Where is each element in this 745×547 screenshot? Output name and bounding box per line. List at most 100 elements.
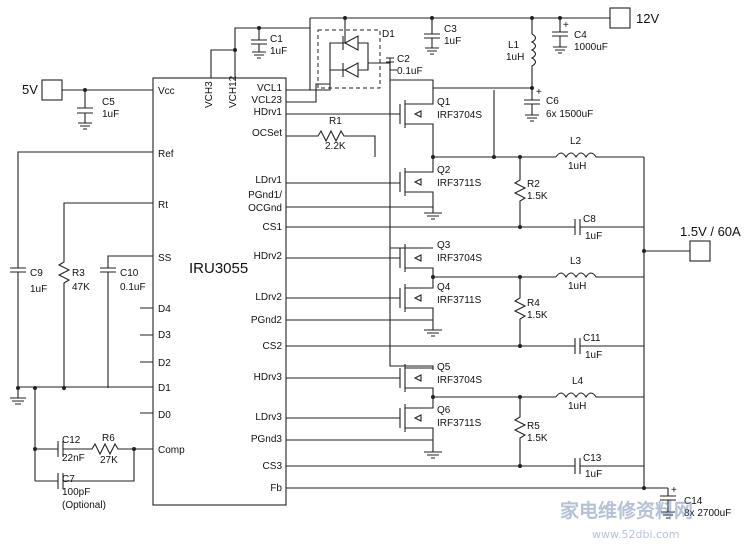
svg-text:1.5K: 1.5K bbox=[527, 433, 548, 444]
svg-text:1uF: 1uF bbox=[585, 350, 602, 361]
svg-text:IRF3704S: IRF3704S bbox=[437, 110, 482, 121]
svg-text:OCSet: OCSet bbox=[252, 128, 282, 139]
svg-text:1uH: 1uH bbox=[568, 281, 586, 292]
svg-text:Q5: Q5 bbox=[437, 362, 451, 373]
svg-text:D1: D1 bbox=[158, 383, 171, 394]
ic-body bbox=[152, 77, 287, 506]
svg-text:1uF: 1uF bbox=[270, 46, 287, 57]
svg-text:1uF: 1uF bbox=[444, 36, 461, 47]
svg-text:2.2K: 2.2K bbox=[325, 141, 346, 152]
svg-text:D1: D1 bbox=[382, 29, 395, 40]
rail-out-box bbox=[689, 240, 711, 262]
svg-text:IRF3704S: IRF3704S bbox=[437, 253, 482, 264]
svg-text:IRF3704S: IRF3704S bbox=[437, 375, 482, 386]
rail-12v-label: 12V bbox=[636, 11, 659, 26]
svg-text:L2: L2 bbox=[570, 136, 582, 147]
svg-text:C14: C14 bbox=[684, 496, 703, 507]
svg-text:Vcc: Vcc bbox=[158, 86, 175, 97]
svg-text:D2: D2 bbox=[158, 358, 171, 369]
svg-text:R3: R3 bbox=[72, 268, 85, 279]
svg-text:47K: 47K bbox=[72, 282, 90, 293]
svg-text:Q3: Q3 bbox=[437, 240, 451, 251]
svg-text:PGnd1/: PGnd1/ bbox=[248, 190, 282, 201]
svg-text:+: + bbox=[563, 20, 569, 31]
svg-text:HDrv2: HDrv2 bbox=[254, 251, 283, 262]
rail-out-label: 1.5V / 60A bbox=[680, 224, 741, 239]
svg-text:C1: C1 bbox=[270, 34, 283, 45]
svg-text:LDrv1: LDrv1 bbox=[255, 175, 282, 186]
svg-text:C13: C13 bbox=[583, 453, 602, 464]
svg-text:Q1: Q1 bbox=[437, 97, 451, 108]
right-pin-labels: VCL1 VCL23 HDrv1 OCSet LDrv1 PGnd1/ OCGn… bbox=[248, 83, 282, 494]
ic-name: IRU3055 bbox=[189, 260, 248, 277]
svg-text:D4: D4 bbox=[158, 304, 171, 315]
svg-text:Q6: Q6 bbox=[437, 405, 451, 416]
svg-text:Comp: Comp bbox=[158, 445, 185, 456]
svg-text:100pF: 100pF bbox=[62, 487, 90, 498]
svg-text:Q2: Q2 bbox=[437, 165, 451, 176]
svg-text:1uH: 1uH bbox=[568, 161, 586, 172]
svg-text:R1: R1 bbox=[329, 116, 342, 127]
svg-text:Fb: Fb bbox=[270, 483, 282, 494]
svg-text:D3: D3 bbox=[158, 330, 171, 341]
svg-text:LDrv3: LDrv3 bbox=[255, 412, 282, 423]
svg-text:1.5K: 1.5K bbox=[527, 310, 548, 321]
svg-text:SS: SS bbox=[158, 253, 172, 264]
svg-text:C10: C10 bbox=[120, 268, 139, 279]
svg-text:R5: R5 bbox=[527, 421, 540, 432]
rail-5v-box bbox=[41, 79, 63, 101]
svg-text:(Optional): (Optional) bbox=[62, 500, 106, 511]
svg-text:C4: C4 bbox=[574, 30, 587, 41]
svg-text:Q4: Q4 bbox=[437, 282, 451, 293]
svg-text:OCGnd: OCGnd bbox=[248, 203, 282, 214]
svg-text:LDrv2: LDrv2 bbox=[255, 292, 282, 303]
svg-text:1uF: 1uF bbox=[585, 469, 602, 480]
svg-text:6x 1500uF: 6x 1500uF bbox=[546, 109, 593, 120]
svg-text:IRF3711S: IRF3711S bbox=[437, 295, 482, 306]
watermark-url: www.52dbi.com bbox=[592, 528, 679, 541]
svg-text:PGnd3: PGnd3 bbox=[251, 434, 283, 445]
svg-text:Rt: Rt bbox=[158, 200, 168, 211]
svg-text:0.1uF: 0.1uF bbox=[120, 282, 146, 293]
pin-vch3: VCH3 bbox=[204, 81, 215, 108]
svg-text:CS2: CS2 bbox=[263, 341, 283, 352]
svg-text:C8: C8 bbox=[583, 214, 596, 225]
svg-text:IRF3711S: IRF3711S bbox=[437, 178, 482, 189]
svg-text:1000uF: 1000uF bbox=[574, 42, 608, 53]
svg-text:C5: C5 bbox=[102, 97, 115, 108]
rail-12v-box bbox=[609, 7, 631, 29]
rail-5v-label: 5V bbox=[22, 82, 38, 97]
svg-text:1uF: 1uF bbox=[30, 284, 47, 295]
svg-text:1.5K: 1.5K bbox=[527, 191, 548, 202]
svg-text:D0: D0 bbox=[158, 410, 171, 421]
svg-text:PGnd2: PGnd2 bbox=[251, 315, 283, 326]
svg-text:CS3: CS3 bbox=[263, 461, 283, 472]
svg-text:C9: C9 bbox=[30, 268, 43, 279]
svg-text:22nF: 22nF bbox=[62, 453, 85, 464]
watermark-cn: 家电维修资料网 bbox=[560, 499, 693, 522]
svg-text:1uF: 1uF bbox=[102, 109, 119, 120]
svg-text:Ref: Ref bbox=[158, 149, 174, 160]
svg-text:L3: L3 bbox=[570, 256, 582, 267]
svg-text:0.1uF: 0.1uF bbox=[397, 66, 423, 77]
svg-text:L1: L1 bbox=[508, 40, 520, 51]
svg-text:+: + bbox=[536, 87, 542, 98]
svg-text:1uH: 1uH bbox=[506, 52, 524, 63]
svg-text:VCL23: VCL23 bbox=[251, 95, 282, 106]
svg-text:R4: R4 bbox=[527, 298, 540, 309]
svg-text:C2: C2 bbox=[397, 54, 410, 65]
svg-text:27K: 27K bbox=[100, 455, 118, 466]
svg-text:C6: C6 bbox=[546, 96, 559, 107]
svg-text:L4: L4 bbox=[572, 376, 584, 387]
svg-text:HDrv3: HDrv3 bbox=[254, 372, 283, 383]
svg-text:C12: C12 bbox=[62, 435, 81, 446]
svg-text:C7: C7 bbox=[62, 474, 75, 485]
svg-text:+: + bbox=[671, 485, 677, 496]
pin-vch12: VCH12 bbox=[228, 75, 239, 108]
svg-text:1uH: 1uH bbox=[568, 401, 586, 412]
svg-text:1uF: 1uF bbox=[585, 231, 602, 242]
svg-text:C11: C11 bbox=[583, 333, 601, 344]
svg-text:CS1: CS1 bbox=[263, 222, 283, 233]
svg-text:R6: R6 bbox=[102, 433, 115, 444]
